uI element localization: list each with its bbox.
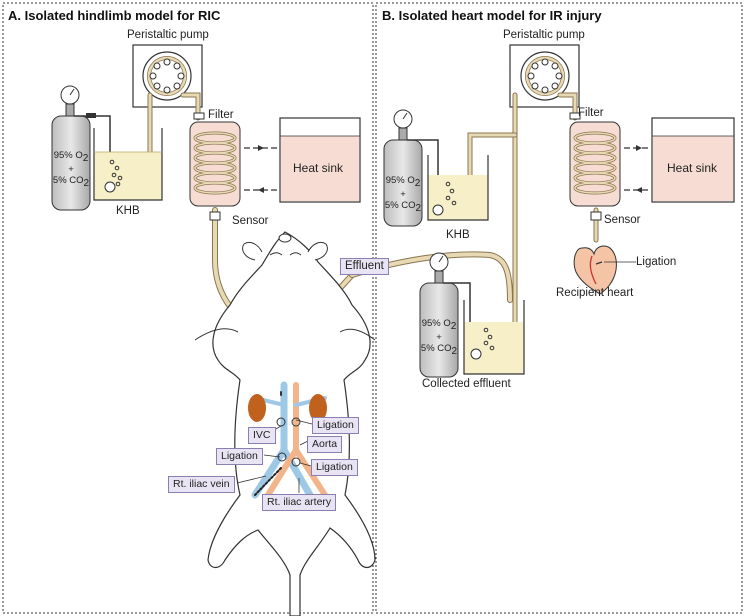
panel-b-pump-label: Peristaltic pump (503, 29, 585, 41)
panel-a-pump-label: Peristaltic pump (127, 29, 209, 41)
rat-vessels (248, 381, 328, 499)
panel-b-collected-beaker (463, 300, 525, 375)
panel-a-khb-label: KHB (116, 205, 140, 217)
panel-a-heater-coil (189, 112, 241, 221)
panel-b-title: B. Isolated heart model for IR injury (382, 8, 602, 23)
aorta-label: Aorta (307, 436, 343, 453)
panel-b-khb-beaker (427, 155, 489, 221)
ligation-label-right: Ligation (311, 459, 358, 476)
rt-iliac-artery-label: Rt. iliac artery (262, 494, 337, 511)
panel-a-frame (2, 2, 374, 614)
ligation-label-upper: Ligation (312, 417, 359, 434)
panel-b-sensor-label: Sensor (604, 214, 641, 226)
panel-b-gas-upper-label: 95% O2 + 5% CO2 (384, 175, 422, 214)
panel-a-khb-beaker (93, 128, 163, 201)
panel-a-title: A. Isolated hindlimb model for RIC (8, 8, 221, 23)
panel-a-heat-sink-label: Heat sink (293, 161, 344, 175)
collected-effluent-label: Collected effluent (422, 378, 511, 390)
panel-b-gas-cylinder-upper (383, 109, 439, 227)
panel-a-sensor-label: Sensor (232, 215, 269, 227)
panel-b-ligation-label: Ligation (636, 256, 677, 268)
panel-b-heater-coil (569, 112, 621, 221)
panel-b-heat-sink-label: Heat sink (667, 161, 718, 175)
panel-a-pump (132, 44, 203, 108)
panel-b-khb-label: KHB (446, 229, 470, 241)
panel-b-gas-cylinder-lower (419, 252, 471, 378)
rat-body (194, 231, 376, 616)
ivc-label: IVC (248, 427, 276, 444)
panel-a-gas-label: 95% O2 + 5% CO2 (52, 150, 90, 189)
panel-a-gas-cylinder (51, 85, 111, 211)
rt-iliac-vein-label: Rt. iliac vein (168, 476, 235, 493)
recipient-heart (573, 245, 636, 295)
panel-b-filter-label: Filter (578, 107, 604, 119)
panel-a-filter-label: Filter (208, 109, 234, 121)
effluent-label: Effluent (340, 258, 389, 275)
ligation-label-left: Ligation (216, 448, 263, 465)
panel-b-gas-lower-label: 95% O2 + 5% CO2 (420, 318, 458, 357)
recipient-heart-label: Recipient heart (556, 287, 634, 299)
panel-b-heat-sink (624, 117, 735, 203)
panel-b-pump (509, 44, 580, 108)
panel-a-heat-sink (244, 117, 361, 203)
